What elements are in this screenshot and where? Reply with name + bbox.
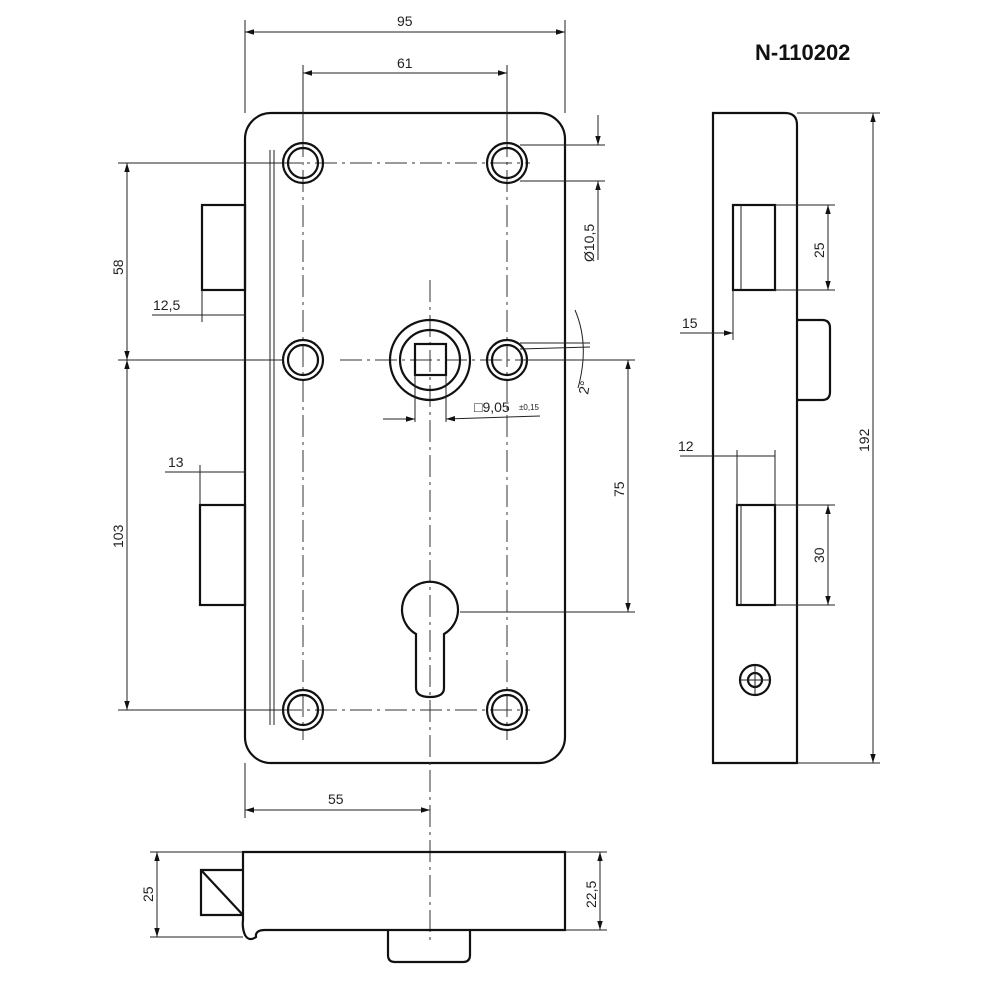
latch-bolt [200, 203, 247, 292]
spindle-hub [388, 318, 472, 402]
mounting-holes [281, 141, 529, 732]
side-latch-bolt [731, 203, 777, 292]
front-view: 95 61 58 103 12,5 13 75 55 Ø10,5 □9,05 ±… [110, 13, 635, 940]
dim-61: 61 [397, 55, 413, 71]
dim-bottom-22-5: 22,5 [583, 881, 599, 908]
dim-58: 58 [110, 259, 126, 275]
lock-plate [243, 111, 567, 765]
bottom-view: 25 22,5 [140, 850, 607, 964]
dim-side-12: 12 [678, 438, 694, 454]
bottom-bolt [199, 868, 243, 917]
side-view: 25 30 192 15 12 [678, 111, 880, 765]
dim-hole-diameter: Ø10,5 [581, 224, 597, 262]
drawing-number: N-110202 [755, 40, 850, 65]
dim-angle: 2° [575, 380, 593, 396]
side-strike-tab [797, 318, 832, 402]
dim-95: 95 [397, 13, 413, 29]
dim-bottom-25: 25 [140, 886, 156, 902]
dim-103: 103 [110, 524, 126, 548]
dead-bolt [198, 503, 247, 607]
dim-side-192: 192 [856, 428, 872, 452]
dim-12-5: 12,5 [153, 297, 180, 313]
dim-side-15: 15 [682, 315, 698, 331]
side-case [711, 111, 799, 765]
dim-spindle-square: □9,05 [474, 399, 510, 415]
dim-spindle-tolerance: ±0,15 [519, 403, 540, 412]
dim-13: 13 [168, 454, 184, 470]
side-dead-bolt [735, 503, 777, 607]
dim-side-30: 30 [811, 547, 827, 563]
bottom-case [241, 850, 567, 941]
dim-side-25: 25 [811, 242, 827, 258]
cylinder-keyhole [400, 580, 460, 699]
dim-55: 55 [328, 791, 344, 807]
dim-75: 75 [611, 481, 627, 497]
bottom-follower [386, 930, 472, 964]
